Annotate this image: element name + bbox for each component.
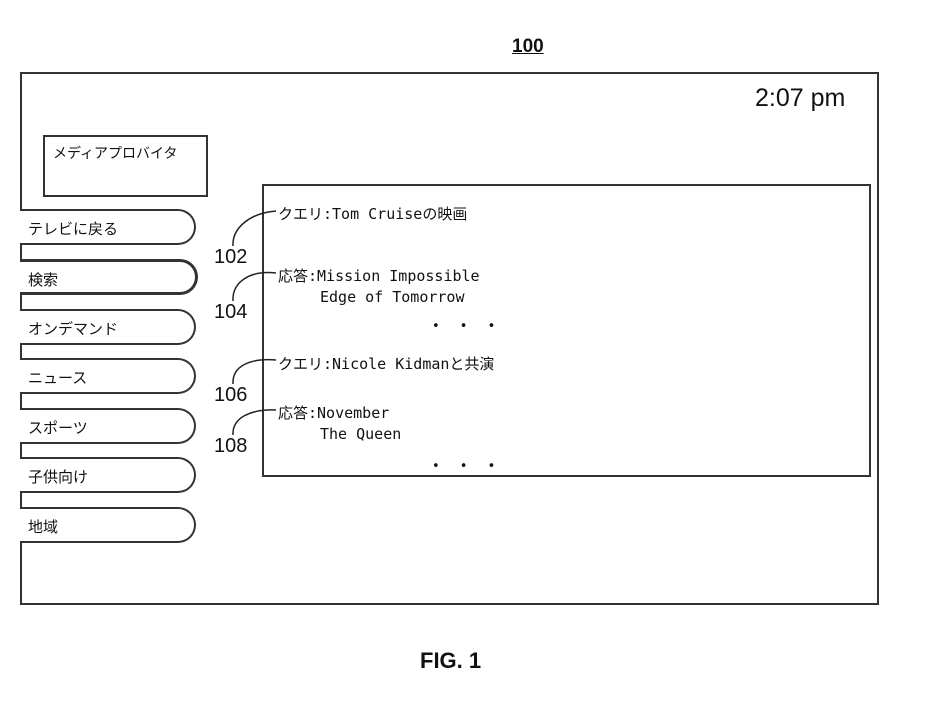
figure-caption: FIG. 1 [420, 648, 481, 674]
leader-line-108 [233, 410, 276, 435]
leader-line-104 [233, 273, 276, 301]
leader-line-102 [233, 211, 276, 246]
leader-line-106 [233, 360, 276, 384]
